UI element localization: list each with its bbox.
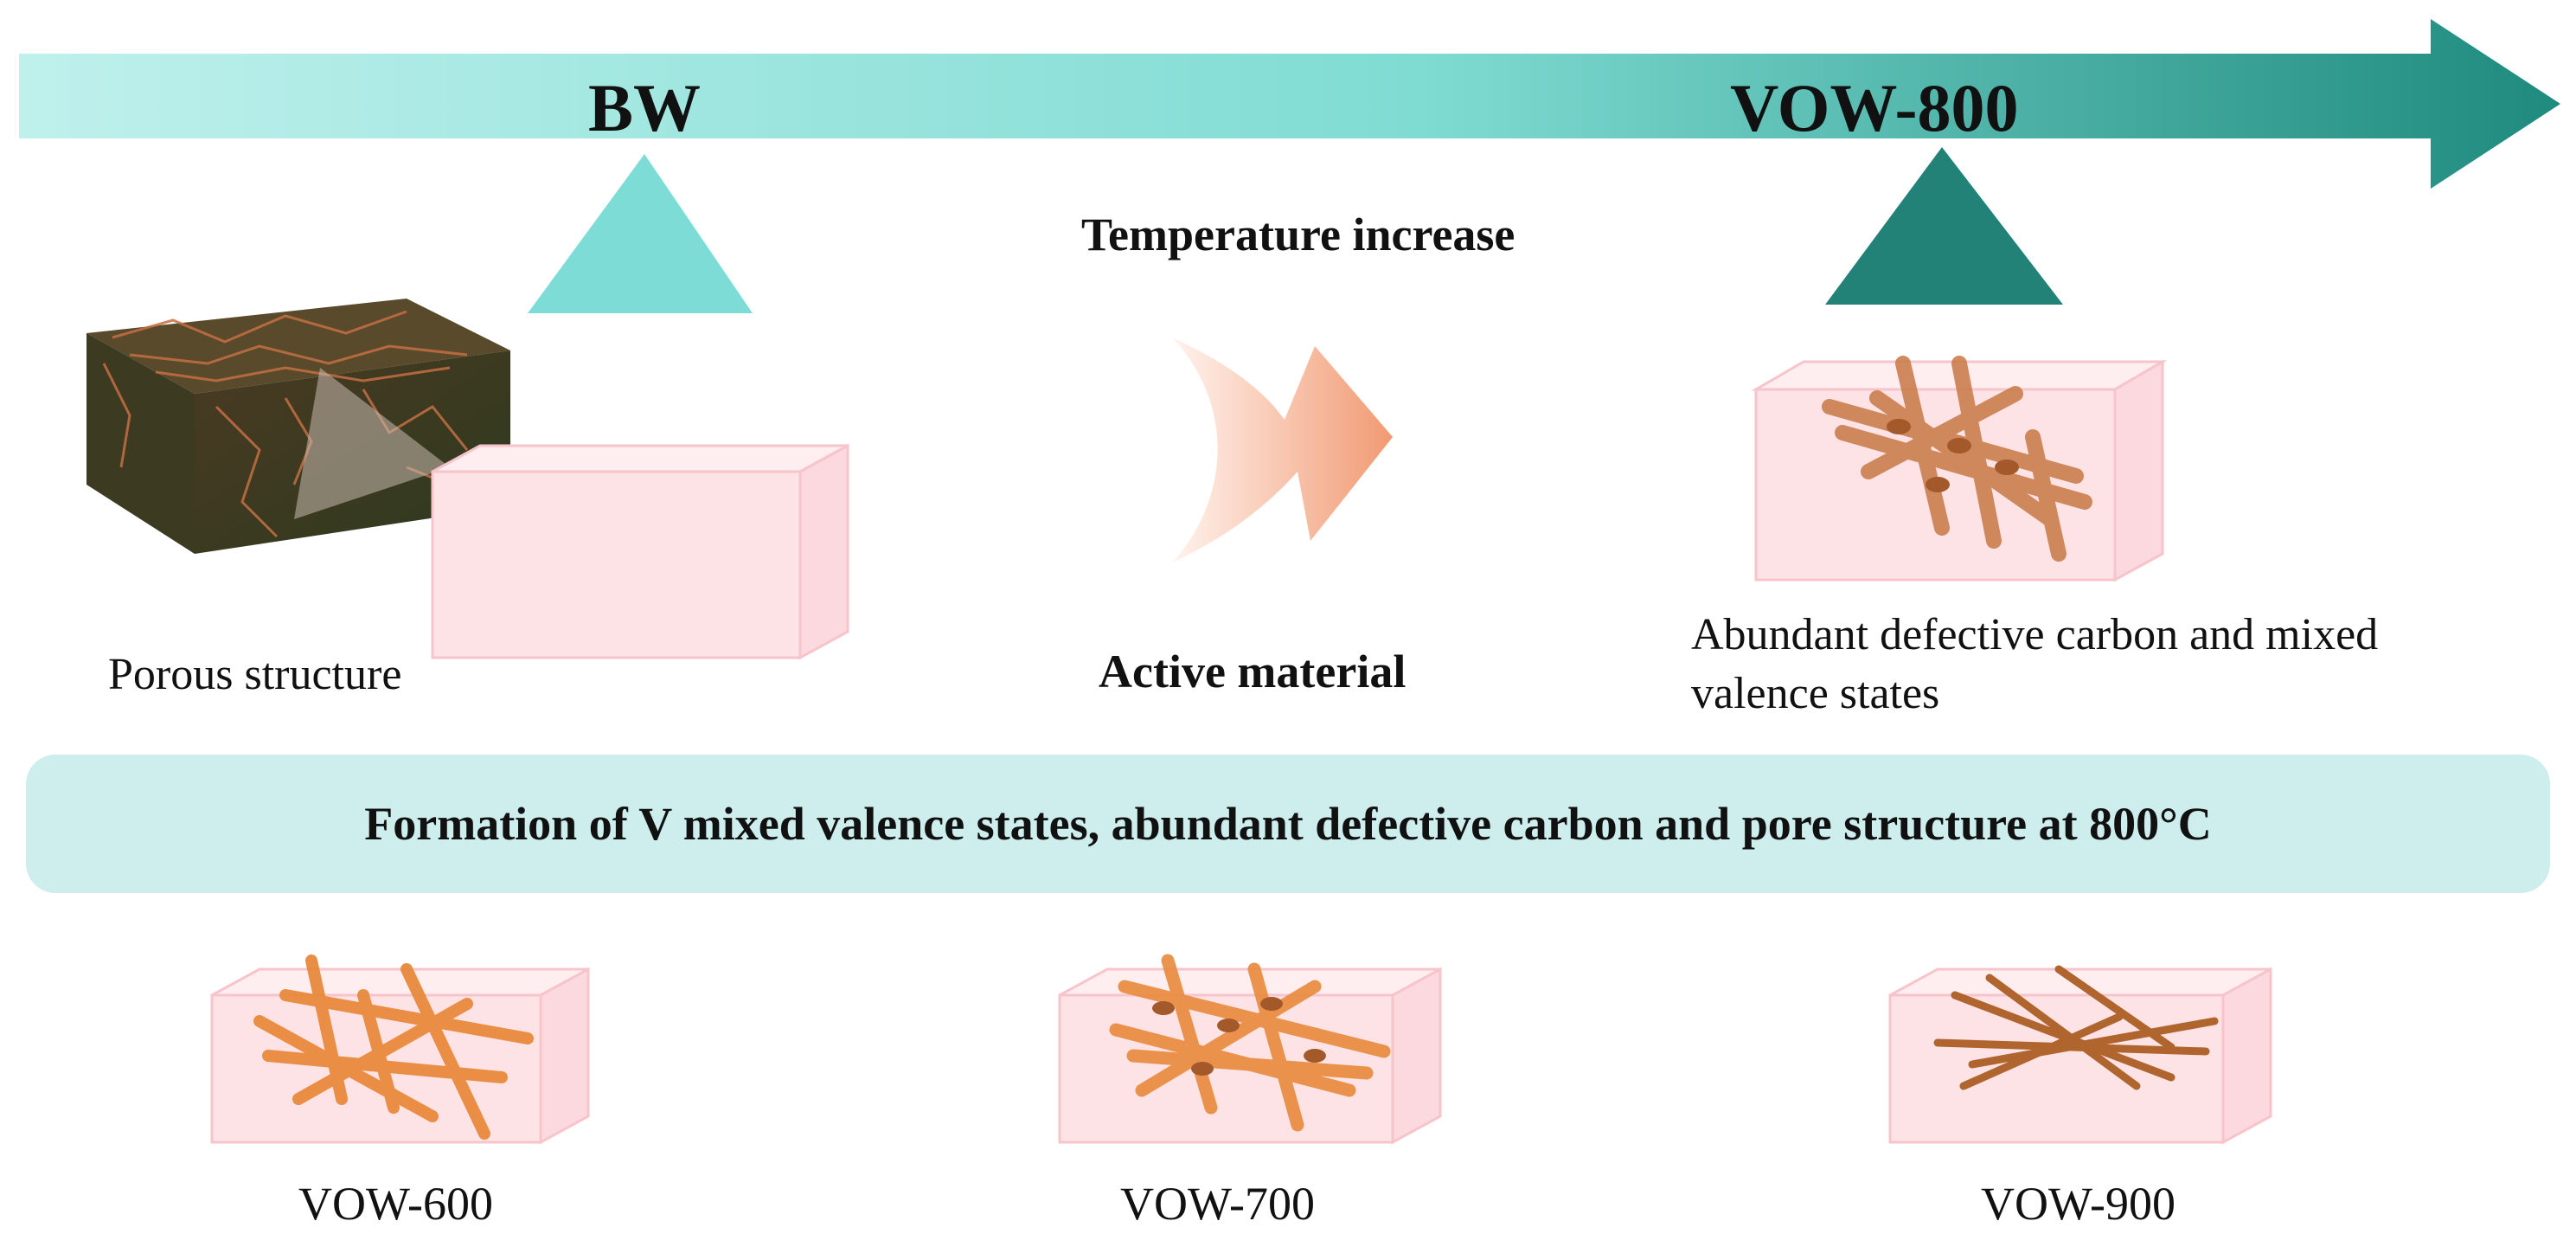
vow800-caption: Abundant defective carbon and mixed vale…	[1691, 610, 2379, 718]
porous-structure-caption: Porous structure	[108, 650, 402, 699]
process-arrow	[1172, 337, 1393, 562]
temperature-increase-label: Temperature increase	[1081, 209, 1515, 260]
vow800-triangle-marker	[1825, 147, 2063, 305]
vow900-sample-box	[1888, 965, 2272, 1145]
timeline-start-label: BW	[588, 70, 702, 145]
vow700-label: VOW-700	[1120, 1178, 1315, 1230]
timeline-end-label: VOW-800	[1730, 70, 2019, 145]
active-material-label: Active material	[1099, 646, 1407, 697]
vow600-label: VOW-600	[298, 1178, 493, 1230]
porous-magnified-box	[431, 443, 849, 660]
vow800-sample-box	[1751, 356, 2168, 582]
timeline-arrow	[19, 19, 2560, 189]
summary-banner-text: Formation of V mixed valence states, abu…	[364, 798, 2212, 850]
summary-banner: Formation of V mixed valence states, abu…	[26, 755, 2550, 893]
vow600-sample-box	[210, 954, 590, 1145]
vow900-label: VOW-900	[1981, 1178, 2176, 1230]
bw-triangle-marker	[528, 154, 753, 313]
vow700-sample-box	[1058, 954, 1442, 1145]
